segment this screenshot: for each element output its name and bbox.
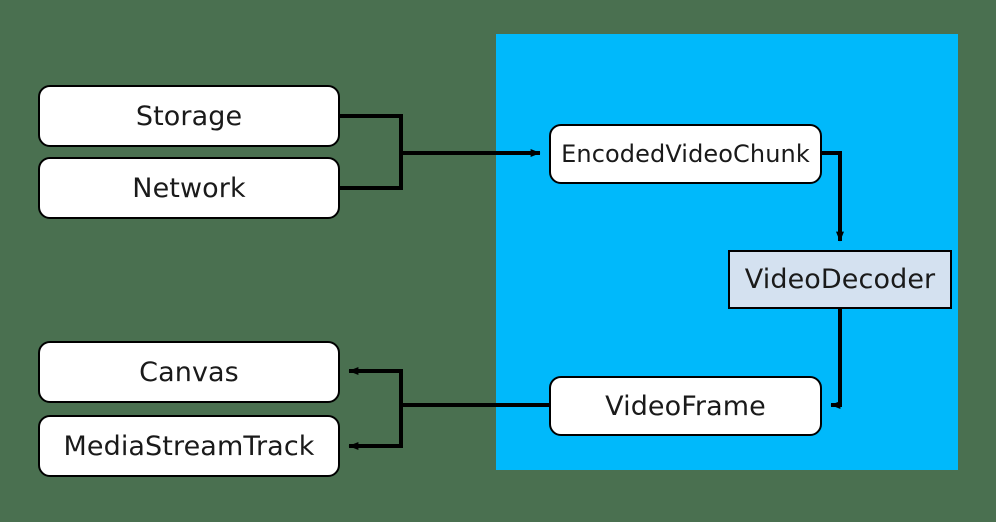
- node-videoframe-label: VideoFrame: [605, 390, 766, 422]
- edge-network-to-chunk: [340, 153, 403, 190]
- node-canvas-label: Canvas: [139, 356, 239, 388]
- node-encodedvideochunk[interactable]: EncodedVideoChunk: [549, 124, 822, 184]
- node-encodedvideochunk-label: EncodedVideoChunk: [561, 140, 810, 168]
- node-videoframe[interactable]: VideoFrame: [549, 376, 822, 436]
- node-videodecoder-label: VideoDecoder: [744, 264, 936, 295]
- edge-storage-to-chunk: [340, 114, 403, 153]
- edge-frame-to-mediastreamtrack: [348, 405, 403, 450]
- node-canvas[interactable]: Canvas: [38, 341, 340, 403]
- node-mediastreamtrack[interactable]: MediaStreamTrack: [38, 415, 340, 477]
- node-network[interactable]: Network: [38, 157, 340, 219]
- node-videodecoder[interactable]: VideoDecoder: [728, 250, 952, 309]
- node-storage[interactable]: Storage: [38, 85, 340, 147]
- node-network-label: Network: [132, 172, 246, 204]
- edge-frame-to-canvas: [348, 367, 403, 405]
- node-mediastreamtrack-label: MediaStreamTrack: [63, 430, 315, 462]
- node-storage-label: Storage: [135, 100, 243, 132]
